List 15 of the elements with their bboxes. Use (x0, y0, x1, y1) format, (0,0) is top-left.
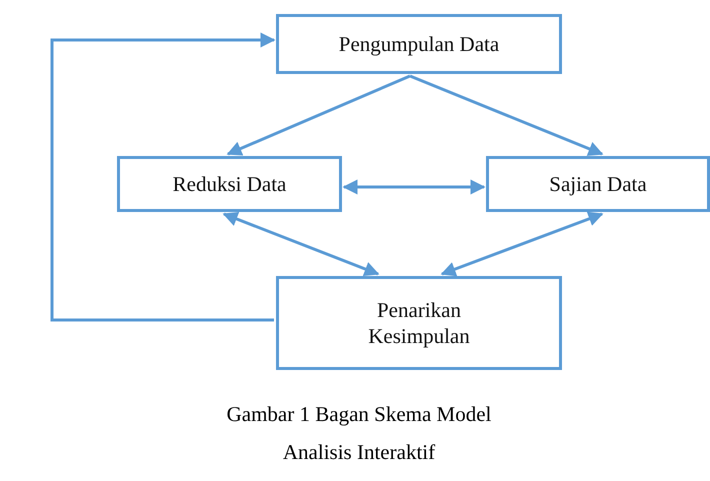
arrow (50, 32, 276, 322)
box-label: Reduksi Data (172, 170, 286, 198)
arrow (409, 74, 604, 156)
process-box (117, 156, 342, 212)
box-label: Sajian Data (549, 170, 647, 198)
arrow (342, 180, 486, 194)
process-box (276, 14, 562, 74)
arrow (440, 212, 604, 276)
arrow (226, 74, 411, 156)
process-box (276, 276, 562, 370)
figure-caption: Gambar 1 Bagan Skema Model Analisis Interaktif (226, 401, 492, 466)
process-box (486, 156, 710, 212)
box-label: Pengumpulan Data (338, 30, 500, 58)
box-label: Penarikan Kesimpulan (367, 296, 471, 350)
arrow (222, 212, 380, 276)
